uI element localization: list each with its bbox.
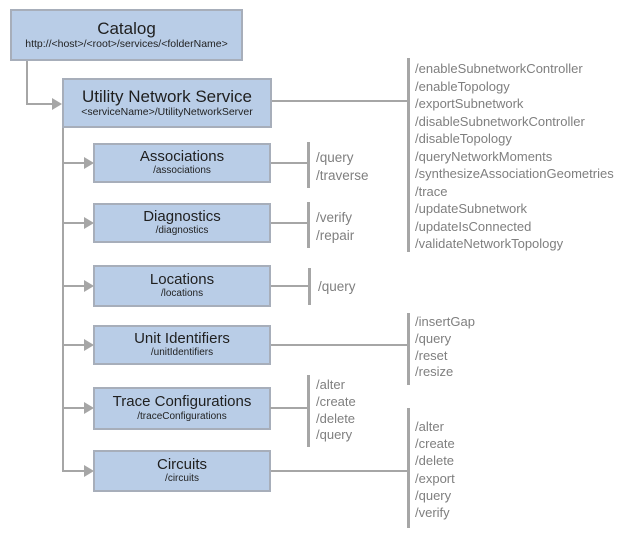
node-locations: Locations /locations (93, 265, 271, 307)
node-subtitle: /associations (153, 165, 211, 177)
op-item: /resize (415, 364, 454, 380)
node-subtitle: /unitIdentifiers (150, 347, 214, 359)
node-title: Associations (139, 147, 225, 165)
op-item: /verify (415, 505, 450, 521)
op-item: /queryNetworkMoments (415, 148, 553, 164)
connector-line (272, 100, 408, 102)
op-item: /enableTopology (415, 78, 510, 94)
op-item: /verify (316, 210, 353, 225)
connector-trunk-line (62, 128, 64, 472)
ops-group-bar (307, 142, 310, 188)
ops-group-bar (407, 58, 410, 252)
op-item: /query (316, 150, 354, 165)
ops-group-bar (407, 408, 410, 528)
connector-line (63, 470, 85, 472)
connector-line (63, 162, 85, 164)
op-item: /alter (316, 377, 345, 392)
node-subtitle: /locations (160, 288, 204, 300)
node-subtitle: /circuits (165, 473, 199, 485)
op-item: /synthesizeAssociationGeometries (415, 166, 614, 181)
op-item: /delete (316, 410, 356, 426)
node-unit-identifiers: Unit Identifiers /unitIdentifiers (93, 325, 271, 365)
connector-line (63, 344, 85, 346)
node-subtitle: /diagnostics (155, 225, 209, 237)
op-item: /disableTopology (415, 131, 512, 146)
connector-line (270, 407, 308, 409)
node-title: Locations (149, 270, 215, 288)
op-item: /alter (415, 419, 444, 434)
node-title: Trace Configurations (112, 393, 252, 411)
connector-line (271, 162, 308, 164)
connector-line (271, 222, 308, 224)
op-item: /traverse (316, 167, 369, 183)
ops-group-bar (308, 268, 311, 305)
op-item: /exportSubnetwork (415, 96, 524, 111)
op-item: /query (318, 279, 356, 294)
arrowhead-icon (84, 217, 94, 229)
connector-line (63, 222, 85, 224)
op-item: /updateIsConnected (415, 218, 532, 234)
op-item: /create (415, 436, 455, 452)
ops-list-trace-configurations: /alter/create/delete/query (316, 377, 356, 444)
node-subtitle: /traceConfigurations (137, 410, 227, 422)
ops-list-associations: /query/traverse (316, 149, 369, 184)
node-utility-network-service: Utility Network Service <serviceName>/Ut… (62, 78, 272, 128)
ops-group-bar (407, 313, 410, 385)
node-title: Catalog (97, 19, 156, 39)
node-title: Utility Network Service (81, 87, 253, 107)
node-catalog: Catalog http://<host>/<root>/services/<f… (10, 9, 243, 61)
op-item: /delete (415, 453, 455, 469)
ops-list-diagnostics: /verify/repair (316, 209, 354, 244)
ops-list-unit-identifiers: /insertGap/query/reset/resize (415, 314, 475, 381)
arrowhead-icon (52, 98, 62, 110)
ops-group-bar (307, 375, 310, 447)
ops-list-circuits: /alter/create/delete/export/query/verify (415, 418, 455, 521)
op-item: /query (415, 330, 452, 346)
connector-line (271, 285, 309, 287)
arrowhead-icon (84, 157, 94, 169)
node-diagnostics: Diagnostics /diagnostics (93, 203, 271, 243)
op-item: /reset (415, 347, 448, 363)
connector-line (63, 285, 85, 287)
op-item: /repair (316, 227, 355, 243)
connector-line (271, 344, 408, 346)
node-circuits: Circuits /circuits (93, 450, 271, 492)
ops-list-locations: /query (318, 278, 356, 296)
node-title: Unit Identifiers (134, 329, 230, 347)
op-item: /create (316, 393, 356, 409)
connector-line (271, 470, 408, 472)
arrowhead-icon (84, 465, 94, 477)
op-item: /export (415, 470, 455, 486)
node-associations: Associations /associations (93, 143, 271, 183)
op-item: /trace (415, 183, 448, 199)
op-item: /validateNetworkTopology (415, 236, 564, 251)
connector-line (63, 407, 85, 409)
ops-list-utility-network-service: /enableSubnetworkController/enableTopolo… (415, 60, 614, 253)
node-subtitle: <serviceName>/UtilityNetworkServer (81, 106, 253, 119)
arrowhead-icon (84, 402, 94, 414)
arrowhead-icon (84, 339, 94, 351)
op-item: /insertGap (415, 314, 475, 329)
node-trace-configurations: Trace Configurations /traceConfiguration… (93, 387, 271, 430)
node-title: Circuits (156, 455, 207, 473)
op-item: /disableSubnetworkController (415, 113, 585, 129)
connector-line (26, 103, 53, 105)
arrowhead-icon (84, 280, 94, 292)
ops-group-bar (307, 202, 310, 248)
op-item: /updateSubnetwork (415, 201, 528, 216)
op-item: /query (415, 487, 452, 503)
op-item: /enableSubnetworkController (415, 61, 583, 76)
node-subtitle: http://<host>/<root>/services/<folderNam… (25, 38, 228, 51)
op-item: /query (316, 427, 353, 443)
connector-line (26, 61, 28, 105)
node-title: Diagnostics (143, 207, 221, 225)
